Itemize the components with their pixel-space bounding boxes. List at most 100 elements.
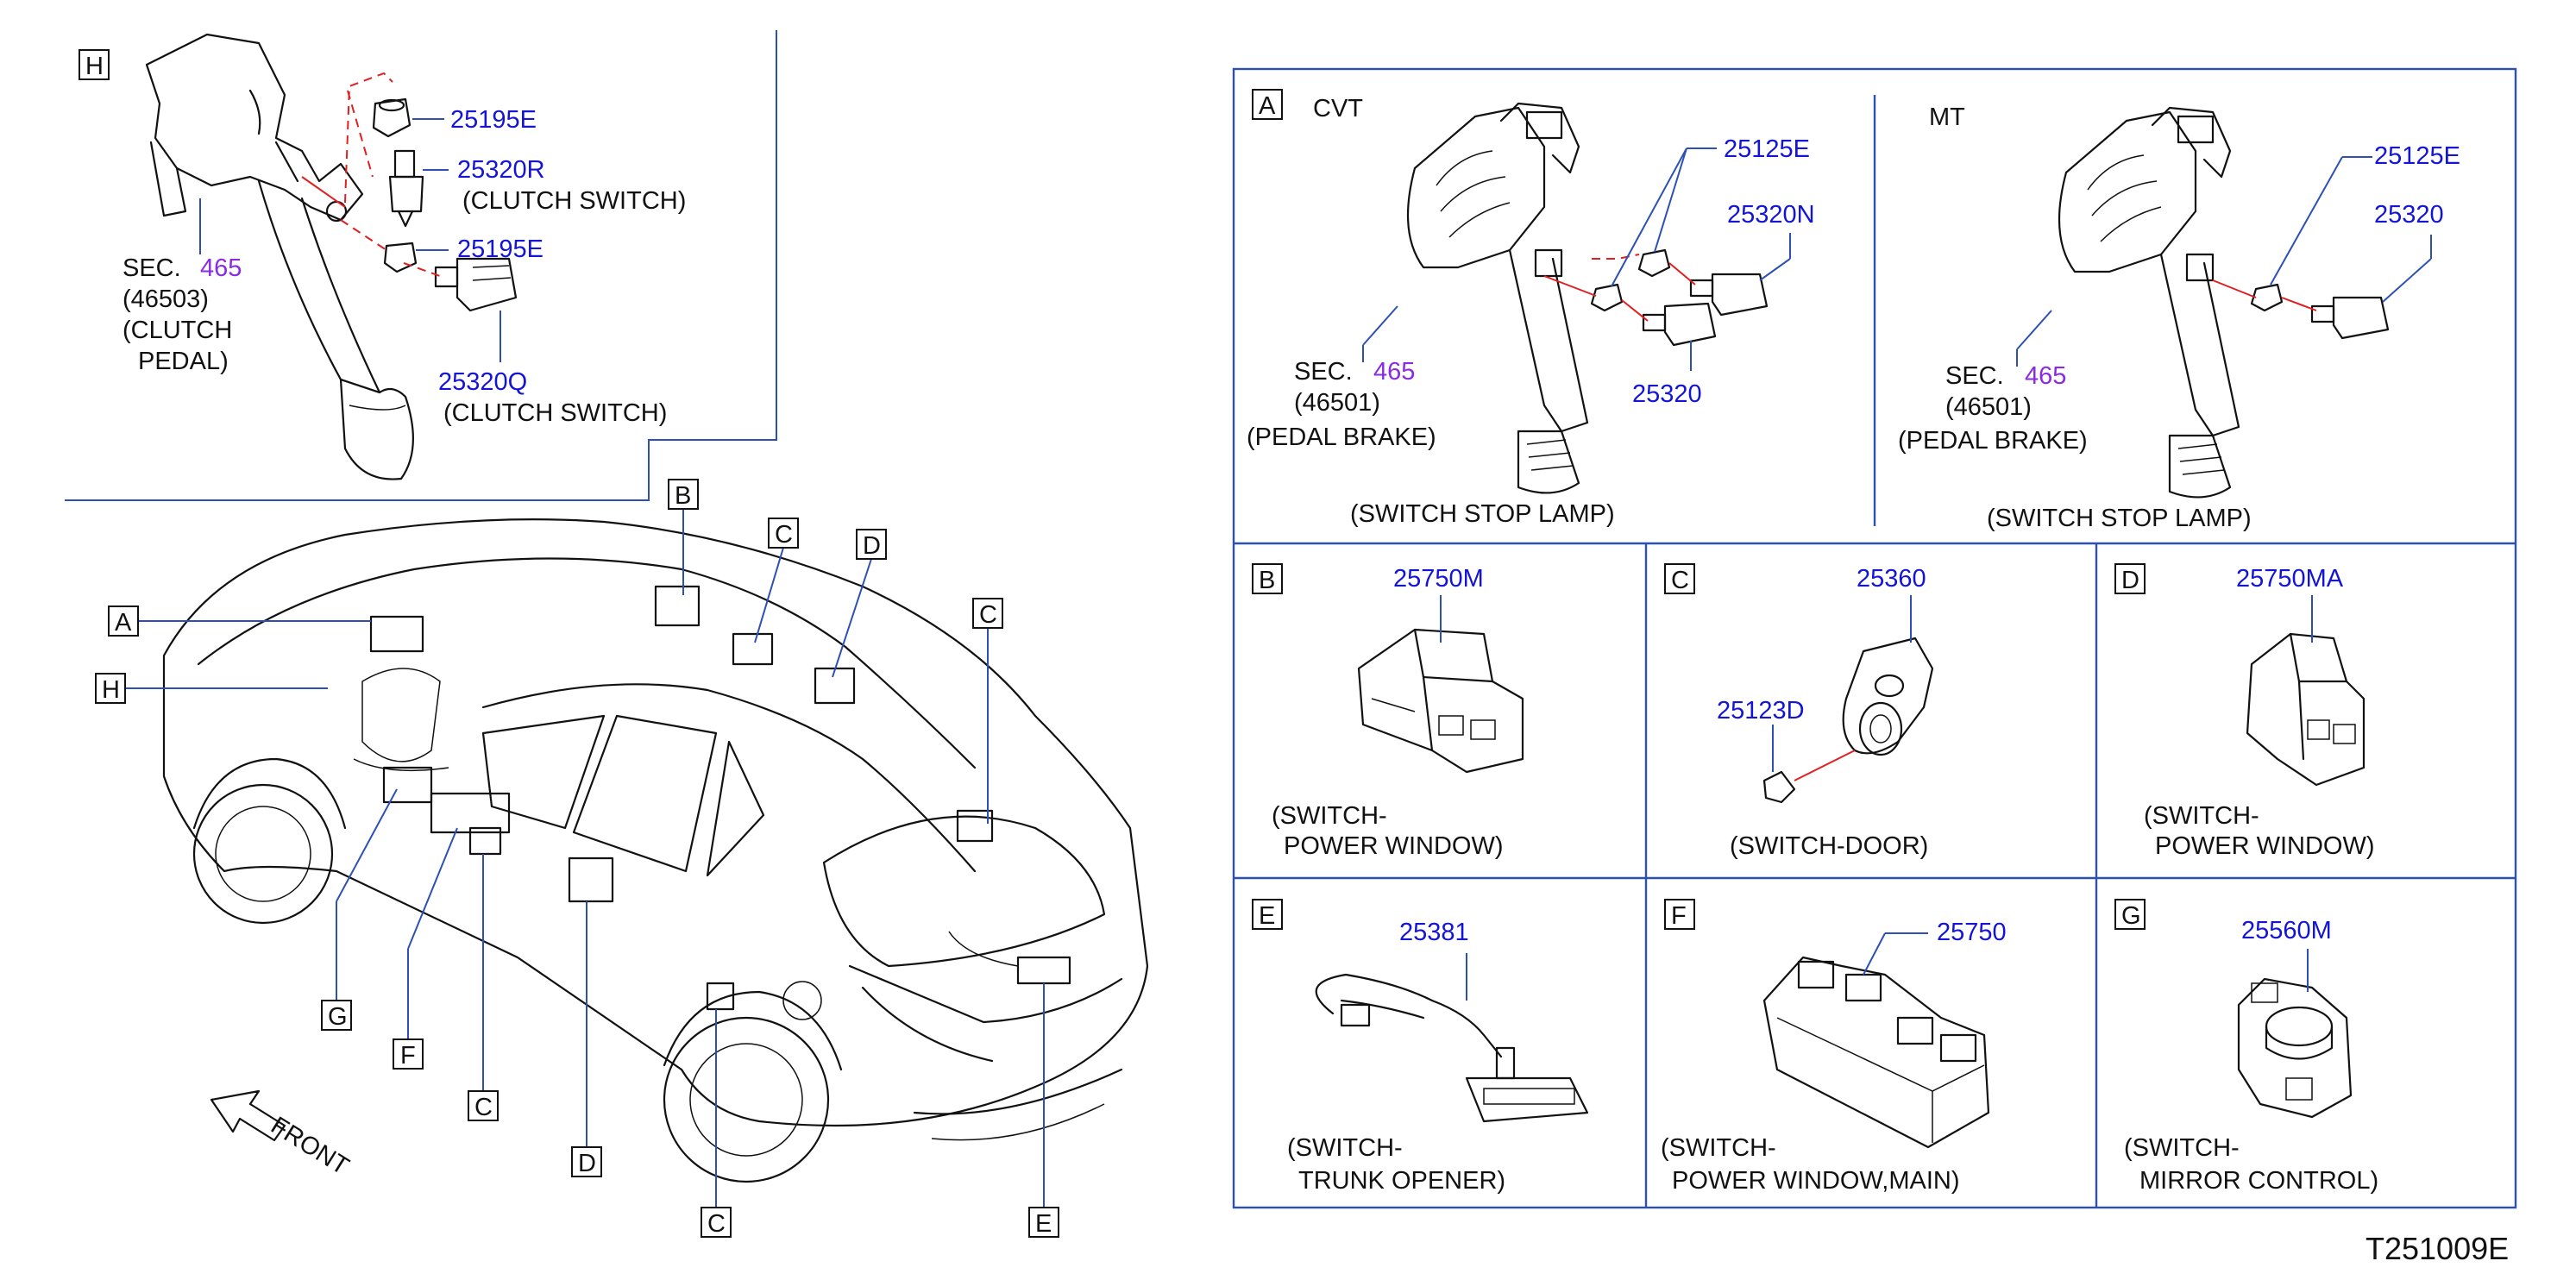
mt-caption: (SWITCH STOP LAMP) (1987, 505, 2252, 532)
mt-sec-sub: (46501) (1945, 393, 2032, 421)
mt-brake-pedal-drawing (2058, 106, 2240, 499)
callout-d-roof: D (863, 532, 881, 560)
cell-f-part-25750: 25750 (1937, 919, 2007, 946)
h-part-25195e-top: 25195E (450, 106, 537, 134)
cell-b-key: B (1259, 567, 1275, 594)
cell-c-key: C (1671, 567, 1689, 594)
mirror-control-switch-drawing (2237, 977, 2353, 1119)
panel-a-mt: MT 251 (1898, 104, 2460, 532)
cell-b: B 25750M (SWITCH- POWER WINDOW) (1252, 563, 1524, 860)
callout-d-rear-door: D (578, 1150, 596, 1177)
cell-f-caption-2: POWER WINDOW,MAIN) (1672, 1167, 1959, 1195)
callout-e: E (1035, 1210, 1052, 1238)
cell-g-part-25560m: 25560M (2241, 917, 2332, 944)
callout-b: B (675, 482, 691, 510)
cvt-part-25320: 25320 (1632, 380, 1702, 408)
cell-g: G 25560M (SWITCH- MIRROR CONTROL) (2114, 899, 2378, 1195)
cell-f-key: F (1671, 902, 1687, 930)
front-label: FRONT (266, 1112, 354, 1181)
cvt-sec-name: (PEDAL BRAKE) (1247, 424, 1436, 451)
cvt-switch-parts (1543, 248, 1769, 347)
cell-g-caption-2: MIRROR CONTROL) (2139, 1167, 2378, 1195)
panel-a-key: A (1259, 92, 1276, 120)
mt-title: MT (1929, 104, 1965, 131)
cell-c-caption-1: (SWITCH-DOOR) (1730, 832, 1928, 860)
h-sec-name-2: PEDAL) (138, 348, 229, 375)
mt-sec-name: (PEDAL BRAKE) (1898, 427, 2088, 455)
panel-a: A CVT (1247, 89, 2460, 532)
callout-c-roof: C (775, 521, 793, 549)
panel-h-key-box (79, 49, 110, 80)
vehicle-overview: A H B C D C G F C D C E FRON (95, 479, 1149, 1238)
cvt-sec-sub: (46501) (1294, 389, 1380, 417)
h-part-25320q: 25320Q (438, 368, 527, 396)
power-window-switch-b-drawing (1357, 628, 1524, 774)
detail-grid (1232, 67, 2517, 1209)
callout-c-fuel: C (707, 1210, 726, 1238)
h-sec-prefix: SEC. (123, 254, 181, 282)
cvt-sec-prefix: SEC. (1294, 358, 1353, 386)
mt-part-25125e: 25125E (2374, 142, 2460, 170)
cvt-brake-pedal-drawing (1406, 102, 1589, 494)
h-sec-name-1: (CLUTCH (123, 317, 232, 344)
panel-h-border (65, 30, 777, 501)
h-part-25195e-lower: 25195E (457, 235, 543, 263)
callout-a: A (115, 609, 132, 637)
cell-c-part-25360: 25360 (1857, 565, 1926, 593)
front-wheel (192, 783, 334, 925)
panel-a-cvt: CVT (1247, 95, 1815, 528)
cvt-part-25125e: 25125E (1724, 135, 1810, 163)
vehicle-switch-glyphs (369, 585, 1071, 1011)
h-sec-number: 465 (200, 254, 242, 282)
cell-g-key: G (2121, 902, 2141, 930)
front-arrow: FRONT (210, 1089, 354, 1181)
rear-wheel (663, 1016, 830, 1183)
cell-f-caption-1: (SWITCH- (1661, 1134, 1776, 1162)
cell-f: F 25750 (SWITCH- POWER WINDOW,MAIN) (1661, 899, 2007, 1195)
h-part-25320r: 25320R (457, 156, 545, 184)
callout-h: H (102, 676, 120, 704)
clutch-pedal-drawing (145, 33, 414, 480)
cell-c: C 25360 25123D (SWITCH-DOOR) (1664, 563, 1934, 860)
panel-h-key: H (85, 53, 104, 80)
trunk-opener-switch-drawing (1315, 973, 1589, 1123)
cell-d-part-25750ma: 25750MA (2236, 565, 2344, 593)
cell-e: E 25381 (SWITCH- TRUNK OPENER) (1252, 899, 1589, 1195)
callout-f: F (400, 1042, 416, 1070)
h-sec-sub: (46503) (123, 285, 209, 313)
callout-leaders (125, 509, 1045, 1208)
cell-g-caption-1: (SWITCH- (2124, 1134, 2240, 1162)
cell-e-key: E (1259, 902, 1275, 930)
mt-sec-number: 465 (2025, 362, 2066, 390)
cvt-caption: (SWITCH STOP LAMP) (1350, 500, 1615, 528)
cvt-part-25320n: 25320N (1727, 201, 1815, 229)
door-switch-drawing (1762, 637, 1934, 804)
cell-d: D 25750MA (SWITCH- POWER WINDOW) (2114, 563, 2375, 860)
cvt-sec-number: 465 (1373, 358, 1415, 386)
clutch-parts (301, 72, 518, 312)
h-part-25320r-caption: (CLUTCH SWITCH) (462, 187, 686, 215)
diagram-code: T251009E (2366, 1231, 2509, 1266)
h-part-25320q-caption: (CLUTCH SWITCH) (443, 399, 667, 427)
cvt-title: CVT (1313, 95, 1363, 122)
mt-sec-prefix: SEC. (1945, 362, 2004, 390)
power-window-switch-d-drawing (2246, 632, 2366, 787)
cell-d-caption-1: (SWITCH- (2144, 802, 2259, 830)
mt-part-25320: 25320 (2374, 201, 2444, 229)
cell-b-part-25750m: 25750M (1393, 565, 1484, 593)
cell-d-key: D (2121, 567, 2139, 594)
callout-c-front-door: C (474, 1094, 493, 1121)
vehicle-outline (162, 518, 1149, 1183)
callout-c-rear: C (979, 601, 997, 629)
cell-e-caption-1: (SWITCH- (1287, 1134, 1403, 1162)
panel-h: H (65, 30, 777, 501)
callout-g: G (328, 1003, 348, 1031)
cell-e-caption-2: TRUNK OPENER) (1298, 1167, 1505, 1195)
cell-c-part-25123d: 25123D (1717, 697, 1805, 725)
cell-b-caption-1: (SWITCH- (1272, 802, 1387, 830)
cell-e-part-25381: 25381 (1399, 919, 1469, 946)
cell-d-caption-2: POWER WINDOW) (2155, 832, 2375, 860)
callout-boxes: A H B C D C G F C D C E (95, 479, 1059, 1238)
cell-b-caption-2: POWER WINDOW) (1284, 832, 1504, 860)
